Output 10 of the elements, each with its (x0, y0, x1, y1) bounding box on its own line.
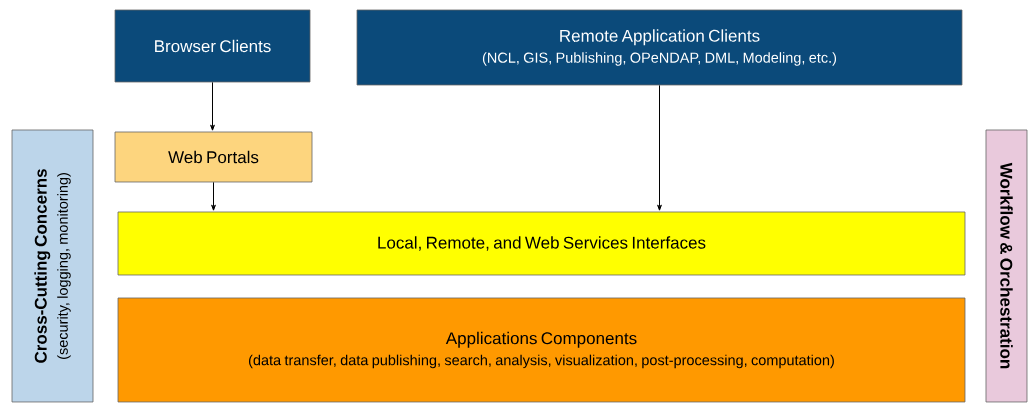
side-bar: Workflow & Orchestration (985, 129, 1028, 403)
client-box: Browser Clients (114, 9, 311, 83)
arrow (211, 181, 216, 211)
arrow (210, 81, 215, 131)
side-bar: Cross-Cutting Concerns (security, logging, monitoring) (11, 129, 94, 403)
portal-box: Web Portals (114, 131, 313, 183)
arrow (657, 84, 662, 211)
client-box: Remote Application Clients (NCL, GIS, Publishing, OPeNDAP, DML, Modeling, etc.) (356, 9, 963, 86)
component-band: Applications Components (data transfer, data publishing, search, analysis, visualization, post-processing, computation) (117, 297, 966, 403)
interface-band: Local, Remote, and Web Services Interfaces (117, 211, 966, 276)
